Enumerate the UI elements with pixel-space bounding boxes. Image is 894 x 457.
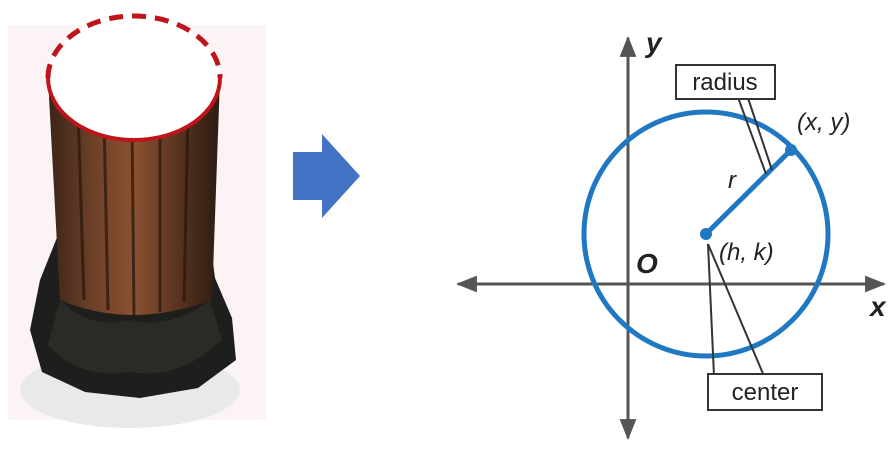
circle-point	[785, 144, 797, 156]
right-arrow-icon	[293, 134, 360, 218]
stump-top-face	[48, 16, 220, 140]
radius-symbol: r	[728, 167, 737, 194]
origin-label: O	[636, 248, 658, 279]
radius-label-box	[675, 64, 776, 100]
y-axis-label: y	[644, 27, 663, 58]
center-point-label: (h, k)	[719, 239, 774, 266]
x-axis-label: x	[868, 291, 887, 322]
center-leader-line-1	[707, 243, 715, 377]
radius-leader-line-2	[745, 91, 773, 171]
circle-diagram: radius center y x O r (x, y) (h, k)	[455, 27, 887, 441]
circle-shape	[581, 109, 831, 359]
stump-outline-dashed	[45, 13, 223, 79]
center-label-box	[707, 373, 823, 411]
center-leader-line-2	[707, 243, 765, 377]
tree-stump-photo	[8, 13, 266, 428]
point-label: (x, y)	[797, 109, 850, 136]
radius-leader-line-1	[735, 91, 767, 175]
center-label: center	[732, 379, 799, 406]
stump-root-highlight	[48, 300, 222, 374]
radius-label: radius	[692, 69, 757, 96]
stump-bark-lines	[76, 109, 190, 319]
radius-segment	[704, 148, 793, 236]
center-point	[700, 228, 712, 240]
stump-outline-solid	[46, 77, 222, 142]
